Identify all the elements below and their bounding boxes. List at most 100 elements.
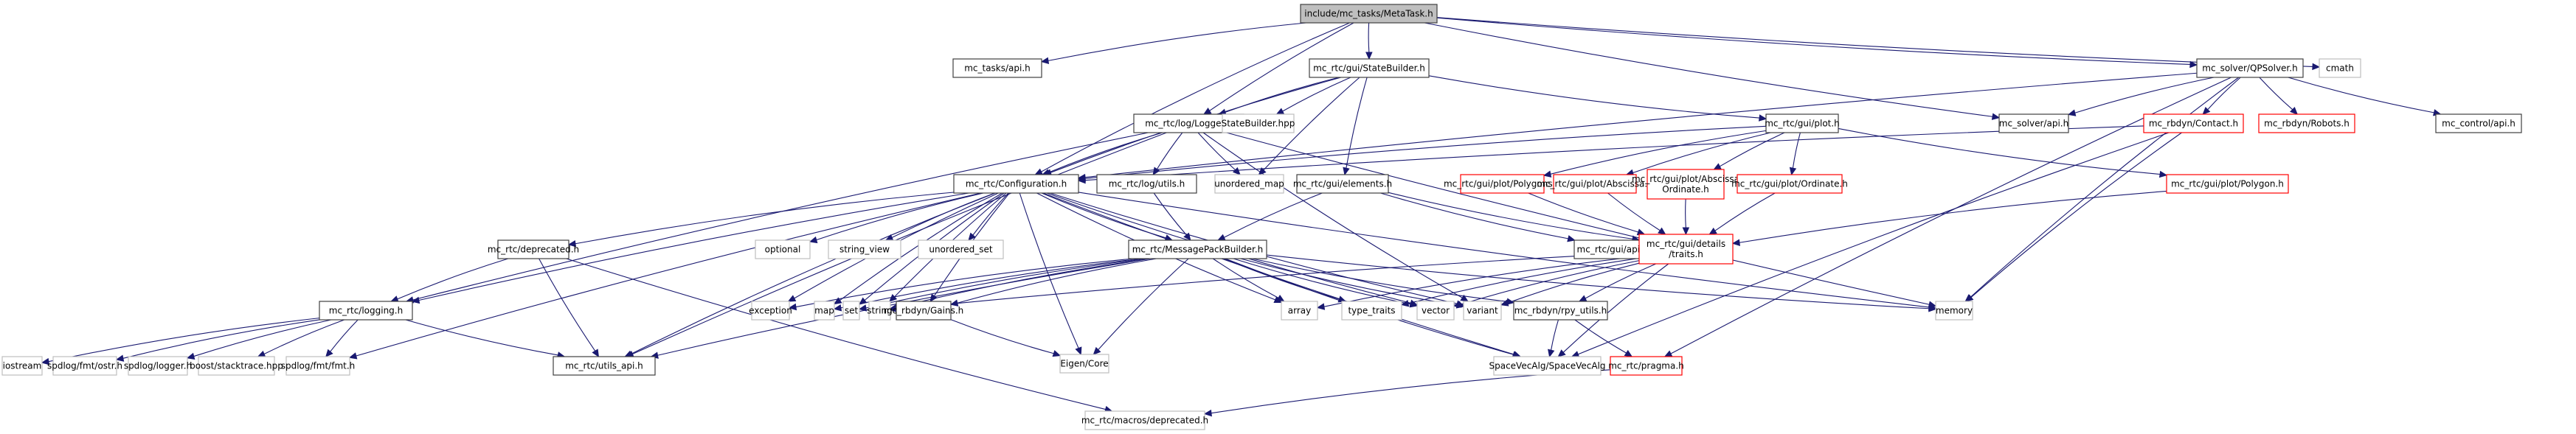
node-logging[interactable]: mc_rtc/logging.h xyxy=(319,301,413,321)
node-metatask[interactable]: include/mc_tasks/MetaTask.h xyxy=(1300,4,1438,24)
node-label: string xyxy=(867,306,892,316)
node-label: mc_solver/api.h xyxy=(1999,119,2068,129)
node-box xyxy=(918,239,1004,259)
edge-line xyxy=(2207,77,2241,111)
edge-elements-to-msgpack xyxy=(1216,192,1323,241)
edge-line xyxy=(972,192,1009,236)
node-box xyxy=(896,301,952,321)
arrowhead-icon xyxy=(1548,349,1555,358)
node-label: SpaceVecAlg/SpaceVecAlg xyxy=(1489,361,1605,371)
node-polygon[interactable]: mc_rtc/gui/plot/Polygon.h xyxy=(2166,174,2289,194)
node-pragma[interactable]: mc_rtc/pragma.h xyxy=(1608,356,1684,376)
node-box xyxy=(1573,239,1652,259)
node-gains[interactable]: mc_rbdyn/Gains.h xyxy=(884,301,963,321)
node-vector: vector xyxy=(1416,301,1455,321)
node-solver-api[interactable]: mc_solver/api.h xyxy=(1998,113,2069,133)
node-box xyxy=(1765,113,1839,133)
arrowhead-icon xyxy=(592,349,600,358)
edge-rpy_utils-to-spacevecalg xyxy=(1548,319,1559,358)
arrowhead-icon xyxy=(2067,109,2077,116)
arrowhead-icon xyxy=(787,295,797,302)
arrowhead-icon xyxy=(2189,60,2198,69)
arrowhead-icon xyxy=(1316,303,1326,310)
node-elements[interactable]: mc_rtc/gui/elements.h xyxy=(1293,174,1392,194)
arrowhead-icon xyxy=(348,352,358,360)
node-ordinate[interactable]: mc_rtc/gui/plot/Ordinate.h xyxy=(1731,174,1848,194)
edge-rpy_utils-to-pragma xyxy=(1574,319,1633,357)
edge-plot-to-polygon xyxy=(1838,127,2168,178)
node-box xyxy=(1084,410,1205,430)
arrowhead-icon xyxy=(2158,170,2168,178)
node-label: mc_rbdyn/rpy_utils.h xyxy=(1514,306,1607,316)
edge-configuration-to-optional xyxy=(809,192,984,244)
node-plot[interactable]: mc_rtc/gui/plot.h xyxy=(1765,113,1840,133)
arrowhead-icon xyxy=(1203,409,1212,417)
node-label: exception xyxy=(749,306,792,316)
edge-line xyxy=(1156,132,1183,169)
edge-traits-to-vector xyxy=(1453,260,1640,308)
edge-polygons-to-traits xyxy=(1528,192,1646,236)
arrowhead-icon xyxy=(1991,113,2001,120)
node-deprecated[interactable]: mc_rtc/deprecated.h xyxy=(488,239,579,259)
node-robots[interactable]: mc_rbdyn/Robots.h xyxy=(2258,113,2355,133)
edge-line xyxy=(632,132,1167,355)
node-abscissa[interactable]: mc_rtc/gui/plot/Abscissa.h xyxy=(1537,174,1653,194)
node-box xyxy=(1059,354,1109,374)
edge-line xyxy=(1098,258,1189,350)
node-tasks-api[interactable]: mc_tasks/api.h xyxy=(952,58,1042,78)
arrowhead-icon xyxy=(1543,170,1552,178)
node-rpy-utils[interactable]: mc_rbdyn/rpy_utils.h xyxy=(1513,301,1608,321)
edge-line xyxy=(1460,260,1640,305)
node-configuration[interactable]: mc_rtc/Configuration.h xyxy=(953,174,1079,194)
node-utils-api[interactable]: mc_rtc/utils_api.h xyxy=(553,356,656,376)
edge-pragma-to-macros_deprecated xyxy=(1203,369,1611,417)
node-label: mc_rtc/pragma.h xyxy=(1608,361,1684,371)
edge-line xyxy=(1574,319,1627,354)
edge-line xyxy=(539,258,596,351)
edge-elements-to-gui_api xyxy=(1380,192,1576,242)
edge-configuration-to-deprecated xyxy=(567,192,955,248)
node-label: optional xyxy=(765,245,801,255)
node-polygons[interactable]: mc_rtc/gui/plot/Polygons.h xyxy=(1444,174,1561,194)
node-traits[interactable]: mc_rtc/gui/details/traits.h xyxy=(1638,234,1734,265)
node-control-api[interactable]: mc_control/api.h xyxy=(2435,113,2522,133)
edge-line xyxy=(48,318,320,363)
arrowhead-icon xyxy=(1275,108,1285,115)
node-label: mc_rtc/gui/plot/Abscissa xyxy=(1632,174,1739,184)
node-box xyxy=(553,356,656,376)
edge-line xyxy=(1380,192,1568,239)
node-qpsolver[interactable]: mc_solver/QPSolver.h xyxy=(2196,58,2304,78)
arrowhead-icon xyxy=(1034,168,1043,175)
node-spacevecalg: SpaceVecAlg/SpaceVecAlg xyxy=(1489,356,1606,376)
node-label: include/mc_tasks/MetaTask.h xyxy=(1304,9,1433,19)
node-gui-api[interactable]: mc_rtc/gui/api.h xyxy=(1573,239,1652,259)
node-stacktrace: boost/stacktrace.hpp xyxy=(190,356,283,376)
arrowhead-icon xyxy=(411,296,420,304)
node-label: mc_control/api.h xyxy=(2442,119,2516,129)
edge-msgpack-to-exception xyxy=(788,258,1134,311)
arrowhead-icon xyxy=(1928,304,1937,312)
node-box xyxy=(2143,113,2244,133)
node-fmt: spdlog/fmt/fmt.h xyxy=(281,356,355,376)
node-spdlog-logger: spdlog/logger.h xyxy=(124,356,192,376)
node-msgpack[interactable]: mc_rtc/MessagePackBuilder.h xyxy=(1128,239,1267,259)
node-box xyxy=(1513,301,1608,321)
arrowhead-icon xyxy=(1500,299,1509,307)
node-box xyxy=(2196,58,2304,78)
edge-abscissa_ordinate-to-traits xyxy=(1682,198,1690,236)
node-set: set xyxy=(842,301,860,321)
edge-line xyxy=(575,192,955,245)
node-statebuilder[interactable]: mc_rtc/gui/StateBuilder.h xyxy=(1309,58,1430,78)
arrowhead-icon xyxy=(115,354,125,362)
node-label: mc_solver/QPSolver.h xyxy=(2202,63,2297,74)
node-contact[interactable]: mc_rbdyn/Contact.h xyxy=(2143,113,2244,133)
node-label: variant xyxy=(1467,306,1498,316)
edge-line xyxy=(1266,254,1930,309)
edge-line xyxy=(1388,192,1633,239)
node-box xyxy=(828,239,901,259)
edge-line xyxy=(1084,72,2198,178)
node-log-utils[interactable]: mc_rtc/log/utils.h xyxy=(1096,174,1197,194)
edge-line xyxy=(1714,192,1776,231)
